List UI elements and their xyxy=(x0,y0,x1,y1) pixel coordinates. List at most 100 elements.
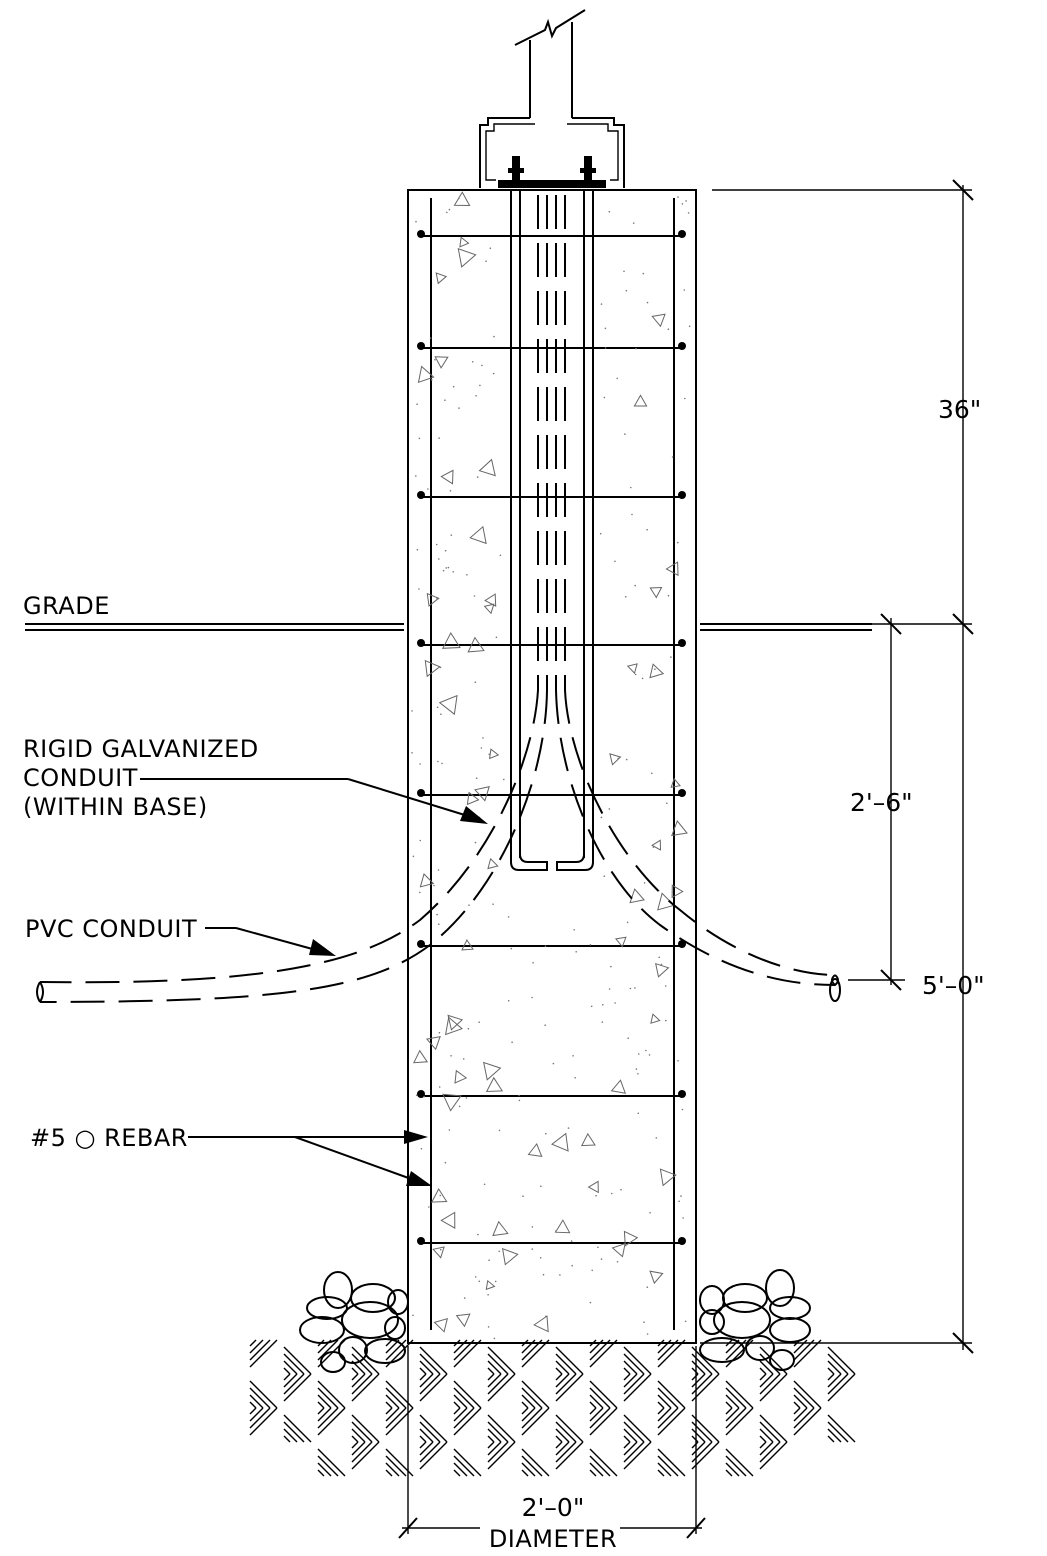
soil-hatch-line xyxy=(317,1401,325,1409)
aggregate-speck xyxy=(429,337,432,339)
soil-hatch-line xyxy=(487,1441,502,1456)
rebar-tie-dot xyxy=(678,230,686,238)
soil-hatch-line xyxy=(487,1346,516,1375)
aggregate-speck xyxy=(439,666,442,669)
aggregate-mark xyxy=(417,365,435,384)
soil-hatch-line xyxy=(283,1353,305,1375)
aggregate-speck xyxy=(681,203,684,205)
aggregate-speck xyxy=(522,1195,524,1197)
aggregate-speck xyxy=(610,1192,613,1195)
aggregate-mark xyxy=(469,525,487,545)
soil-hatch-line xyxy=(419,1421,441,1443)
aggregate-mark xyxy=(650,1013,661,1024)
rebar-tie-dot xyxy=(678,491,686,499)
aggregate-speck xyxy=(448,1129,451,1131)
aggregate-speck xyxy=(671,456,674,458)
rebar-tie-dot xyxy=(417,1237,425,1245)
aggregate-speck xyxy=(531,996,533,999)
aggregate-speck xyxy=(458,407,460,409)
aggregate-mark xyxy=(419,873,435,888)
aggregate-speck xyxy=(682,1217,684,1219)
soil-hatch-line xyxy=(283,1428,298,1443)
soil-hatch-line xyxy=(249,1407,264,1422)
aggregate-speck xyxy=(532,962,534,964)
soil-hatch-line xyxy=(419,1367,427,1375)
aggregate-mark xyxy=(587,1180,599,1194)
aggregate-speck xyxy=(415,1094,418,1096)
aggregate-speck xyxy=(597,1246,599,1249)
rebar-ties xyxy=(417,230,686,1245)
aggregate-speck xyxy=(488,753,491,756)
aggregate-mark xyxy=(453,191,471,207)
aggregate-speck xyxy=(624,433,626,435)
aggregate-speck xyxy=(447,566,450,569)
soil-hatch-line xyxy=(487,1414,516,1443)
aggregate-speck xyxy=(411,752,413,754)
soil-hatch-line xyxy=(589,1339,618,1368)
aggregate-speck xyxy=(688,325,691,328)
aggregate-speck xyxy=(544,1024,546,1026)
soil-hatch-line xyxy=(317,1387,339,1409)
aggregate-speck xyxy=(641,677,644,680)
aggregate-speck xyxy=(452,571,455,573)
soil-hatch-line xyxy=(385,1407,414,1436)
aggregate-mark xyxy=(478,458,496,477)
aggregate-mark xyxy=(483,603,495,615)
soil-hatch-line xyxy=(589,1339,611,1361)
soil-hatch-line xyxy=(759,1373,781,1395)
aggregate-mark xyxy=(611,1242,626,1258)
soil-hatch-line xyxy=(657,1380,686,1409)
aggregate-speck xyxy=(419,891,421,894)
rebar-label: #5 ○ REBAR xyxy=(30,1124,188,1152)
aggregate-speck xyxy=(545,1315,547,1318)
soil-hatch-line xyxy=(351,1373,359,1381)
soil-hatch-line xyxy=(725,1407,747,1429)
soil-hatch-line xyxy=(249,1339,271,1361)
soil-hatch-line xyxy=(249,1380,278,1409)
soil-hatch-line xyxy=(351,1373,366,1388)
soil-hatch-line xyxy=(589,1462,604,1477)
aggregate-speck xyxy=(539,1257,542,1259)
soil-hatch-line xyxy=(351,1353,373,1375)
aggregate-speck xyxy=(648,1054,651,1056)
soil-hatch-line xyxy=(283,1435,291,1443)
aggregate-speck xyxy=(433,884,435,887)
soil-hatch-line xyxy=(555,1373,570,1388)
aggregate-speck xyxy=(499,554,502,557)
soil-hatch-line xyxy=(317,1462,332,1477)
soil-hatch-line xyxy=(317,1394,332,1409)
aggregate-speck xyxy=(666,802,668,805)
aggregate-speck xyxy=(415,475,417,477)
soil-hatch-line xyxy=(827,1414,856,1443)
aggregate-mark xyxy=(657,892,676,911)
aggregate-speck xyxy=(436,706,439,709)
aggregate-speck xyxy=(680,1195,682,1197)
vertical-rebar xyxy=(430,198,675,1330)
aggregate-mark xyxy=(459,236,470,248)
aggregate-speck xyxy=(645,1049,647,1052)
aggregate-speck xyxy=(637,1112,640,1115)
soil-hatch-line xyxy=(385,1407,400,1422)
soil-hatch-line xyxy=(589,1448,618,1477)
vertical-dimensions: 36" 2'–6" 5'–0" xyxy=(700,179,985,1354)
aggregate-speck xyxy=(518,1094,520,1097)
aggregate-speck xyxy=(492,372,495,375)
soil-hatch-line xyxy=(691,1367,699,1375)
rebar-tie-dot xyxy=(417,491,425,499)
aggregate-speck xyxy=(511,1041,513,1043)
soil-hatch-line xyxy=(623,1373,631,1381)
soil-hatch-line xyxy=(691,1441,699,1449)
aggregate-speck xyxy=(480,747,483,749)
soil-hatch-line xyxy=(589,1339,597,1347)
soil-hatch-line xyxy=(419,1373,441,1395)
rebar-tie-dot xyxy=(417,1090,425,1098)
rebar-callout: #5 ○ REBAR xyxy=(30,1124,432,1186)
aggregate-speck xyxy=(485,260,487,263)
aggregate-speck xyxy=(474,681,477,683)
soil-hatch-line xyxy=(521,1407,529,1415)
soil-hatch-line xyxy=(419,1441,427,1449)
aggregate-speck xyxy=(465,1097,468,1099)
soil-hatch-line xyxy=(351,1360,366,1375)
aggregate-speck xyxy=(476,476,479,478)
aggregate-speck xyxy=(649,1212,651,1214)
